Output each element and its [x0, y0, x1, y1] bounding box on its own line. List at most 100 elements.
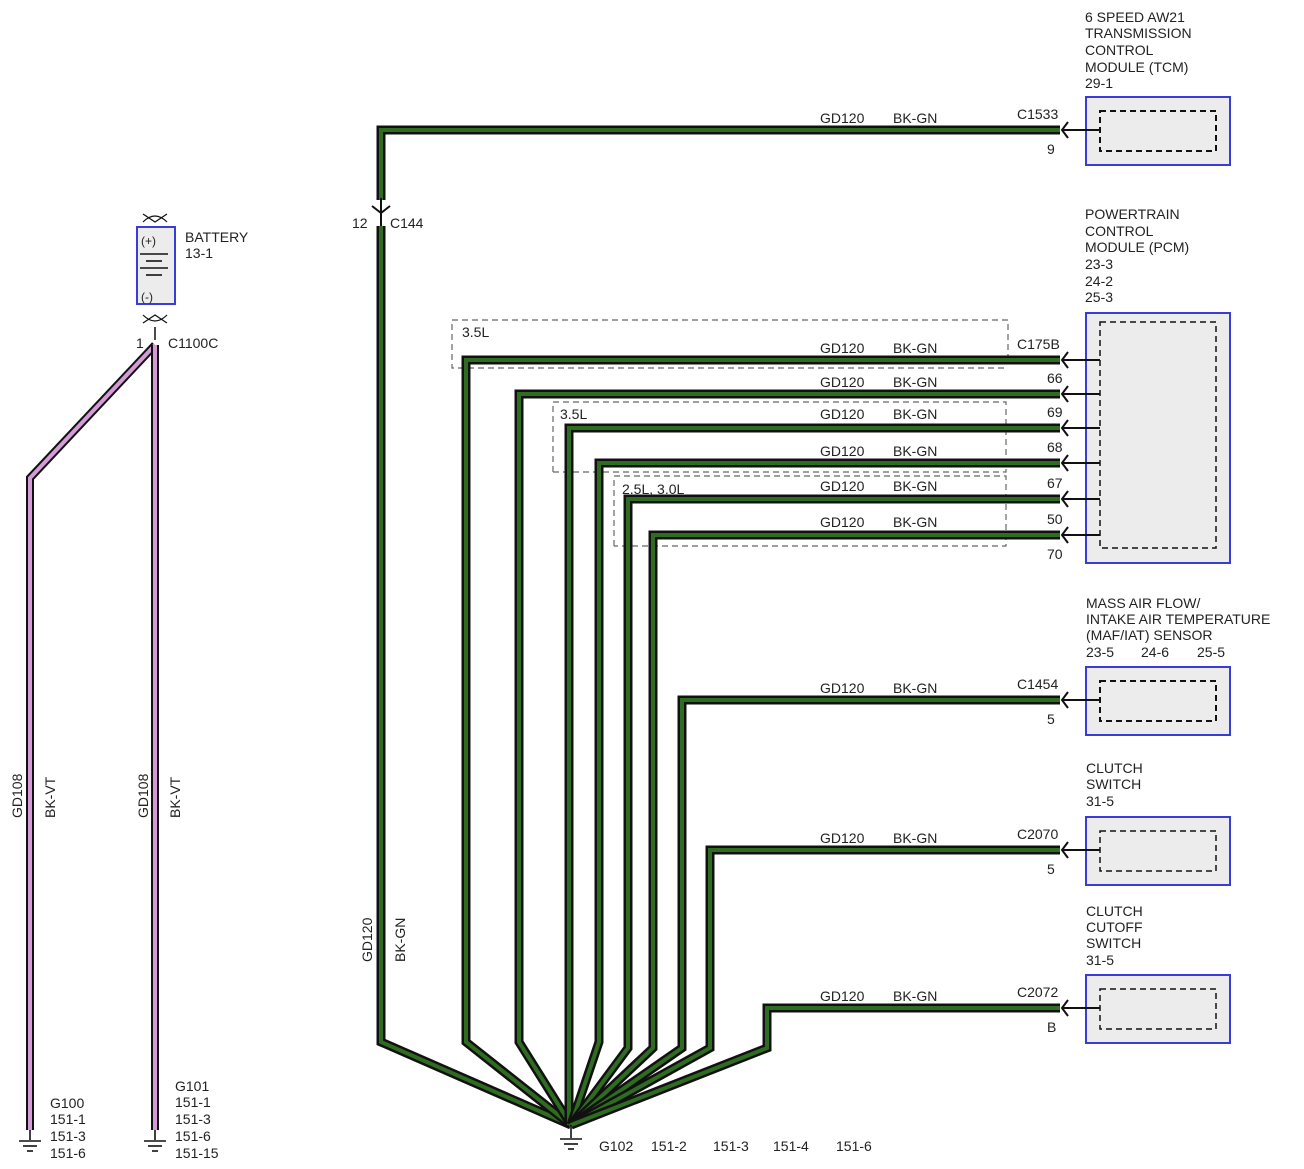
pcm-module — [1085, 312, 1231, 564]
component-ref: 25-5 — [1197, 644, 1225, 660]
wire-color-label: BK-VT — [42, 776, 58, 818]
wire-gd120-pin-68 — [566, 458, 1060, 1127]
ground-g101-name: G101 — [175, 1078, 209, 1094]
wire-color-label: BK-GN — [893, 680, 937, 696]
ground-g102-ref: 151-2 — [651, 1138, 687, 1154]
component-label: 24-2 — [1085, 273, 1113, 289]
engine-option-label: 3.5L — [560, 406, 587, 422]
wire-gd120-c175b — [461, 355, 1060, 1129]
component-label: INTAKE AIR TEMPERATURE — [1086, 611, 1270, 627]
ground-icon — [19, 1130, 41, 1152]
wire-circuit-label: GD108 — [9, 773, 25, 818]
connector-pin: B — [1047, 1019, 1056, 1035]
connector-pin: 66 — [1047, 370, 1063, 386]
wire-gd120-pin-66 — [514, 389, 1060, 1128]
component-label: 6 SPEED AW21 — [1085, 9, 1185, 25]
wire-color-label: BK-GN — [893, 830, 937, 846]
component-label: MASS AIR FLOW/ — [1086, 595, 1200, 611]
component-label: POWERTRAIN — [1085, 206, 1180, 222]
wire-circuit-label: GD120 — [820, 478, 865, 494]
component-label: (MAF/IAT) SENSOR — [1086, 627, 1213, 643]
option-box-3-5l-inner — [552, 401, 1007, 473]
component-ref: 24-6 — [1141, 644, 1169, 660]
tcm-module — [1085, 96, 1231, 166]
component-label: 25-3 — [1085, 289, 1113, 305]
wire-circuit-label: GD120 — [820, 443, 865, 459]
wire-color-label: BK-GN — [893, 478, 937, 494]
ground-g100-ref: 151-3 — [50, 1128, 86, 1144]
wire-gd120-c1454 — [568, 695, 1060, 1129]
wire-color-label: BK-GN — [893, 406, 937, 422]
connector-name: C2070 — [1017, 826, 1058, 842]
component-label: 29-1 — [1085, 75, 1113, 91]
engine-option-label: 3.5L — [462, 324, 489, 340]
connector-name: C1454 — [1017, 676, 1058, 692]
wire-circuit-label: GD120 — [820, 680, 865, 696]
ground-g100-name: G100 — [50, 1095, 84, 1111]
ground-g102-ref: 151-3 — [713, 1138, 749, 1154]
connector-pin: 70 — [1047, 546, 1063, 562]
wire-color-label: BK-GN — [893, 340, 937, 356]
component-label: SWITCH — [1086, 776, 1141, 792]
component-label: CLUTCH — [1086, 903, 1143, 919]
c144-pin: 12 — [352, 215, 368, 231]
ground-g102-name: G102 — [599, 1138, 633, 1154]
connector-pin: 5 — [1047, 711, 1055, 727]
battery-name: BATTERY — [185, 229, 249, 245]
wire-gd120-c2070 — [568, 845, 1060, 1129]
option-box-2-5l-3-0l — [613, 475, 1007, 547]
connector-arrow-icon — [1060, 841, 1100, 859]
ground-g101-ref: 151-6 — [175, 1128, 211, 1144]
wire-gd120-pin-69 — [564, 423, 1060, 1125]
connector-arrow-icon — [371, 198, 391, 226]
wire-gd108-g100 — [26, 342, 158, 1130]
wire-gd120-pin-50 — [567, 530, 1060, 1129]
ground-g101-ref: 151-1 — [175, 1094, 211, 1110]
ground-g102-ref: 151-4 — [773, 1138, 809, 1154]
connector-arrow-icon — [1060, 121, 1100, 139]
ground-icon — [144, 1130, 166, 1152]
option-box-3-5l-outer — [451, 319, 1009, 369]
ground-g100-ref: 151-6 — [50, 1145, 86, 1161]
wire-circuit-label: GD120 — [820, 110, 865, 126]
clutch-switch — [1085, 816, 1231, 886]
component-label: 23-3 — [1085, 256, 1113, 272]
connector-pin: 5 — [1047, 861, 1055, 877]
wire-circuit-label: GD120 — [820, 374, 865, 390]
component-label: TRANSMISSION — [1085, 25, 1192, 41]
battery-ref: 13-1 — [185, 245, 213, 261]
ground-icon — [560, 1125, 582, 1150]
connector-pin: 9 — [1047, 141, 1055, 157]
component-label: 31-5 — [1086, 793, 1114, 809]
wire-color-label: BK-GN — [893, 443, 937, 459]
wire-color-label: BK-GN — [893, 110, 937, 126]
connector-name: C1533 — [1017, 106, 1058, 122]
connector-arrow-icon — [1060, 999, 1100, 1017]
connector-pin: 68 — [1047, 439, 1063, 455]
battery-connector-pin: 1 — [136, 335, 144, 351]
connector-name: C2072 — [1017, 984, 1058, 1000]
wire-circuit-label: GD120 — [820, 830, 865, 846]
connector-pin: 50 — [1047, 511, 1063, 527]
wire-color-label: BK-VT — [167, 776, 183, 818]
component-label: SWITCH — [1086, 935, 1141, 951]
ground-g100-ref: 151-1 — [50, 1111, 86, 1127]
wire-circuit-label: GD120 — [820, 406, 865, 422]
component-label: CUTOFF — [1086, 919, 1143, 935]
connector-arrow-icon — [1060, 691, 1100, 709]
wire-color-label: BK-GN — [392, 918, 408, 962]
wire-circuit-label: GD120 — [820, 340, 865, 356]
wire-circuit-label: GD108 — [135, 773, 151, 818]
battery-icon — [136, 213, 176, 340]
wire-color-label: BK-GN — [893, 988, 937, 1004]
component-label: CONTROL — [1085, 42, 1154, 58]
ground-g101-ref: 151-15 — [175, 1145, 219, 1161]
component-ref: 23-5 — [1086, 644, 1114, 660]
ground-g102-ref: 151-6 — [836, 1138, 872, 1154]
wire-circuit-label: GD120 — [820, 988, 865, 1004]
wire-circuit-label: GD120 — [820, 514, 865, 530]
wire-color-label: BK-GN — [893, 514, 937, 530]
wire-gd120-c2072 — [569, 1003, 1060, 1130]
component-label: CONTROL — [1085, 223, 1154, 239]
